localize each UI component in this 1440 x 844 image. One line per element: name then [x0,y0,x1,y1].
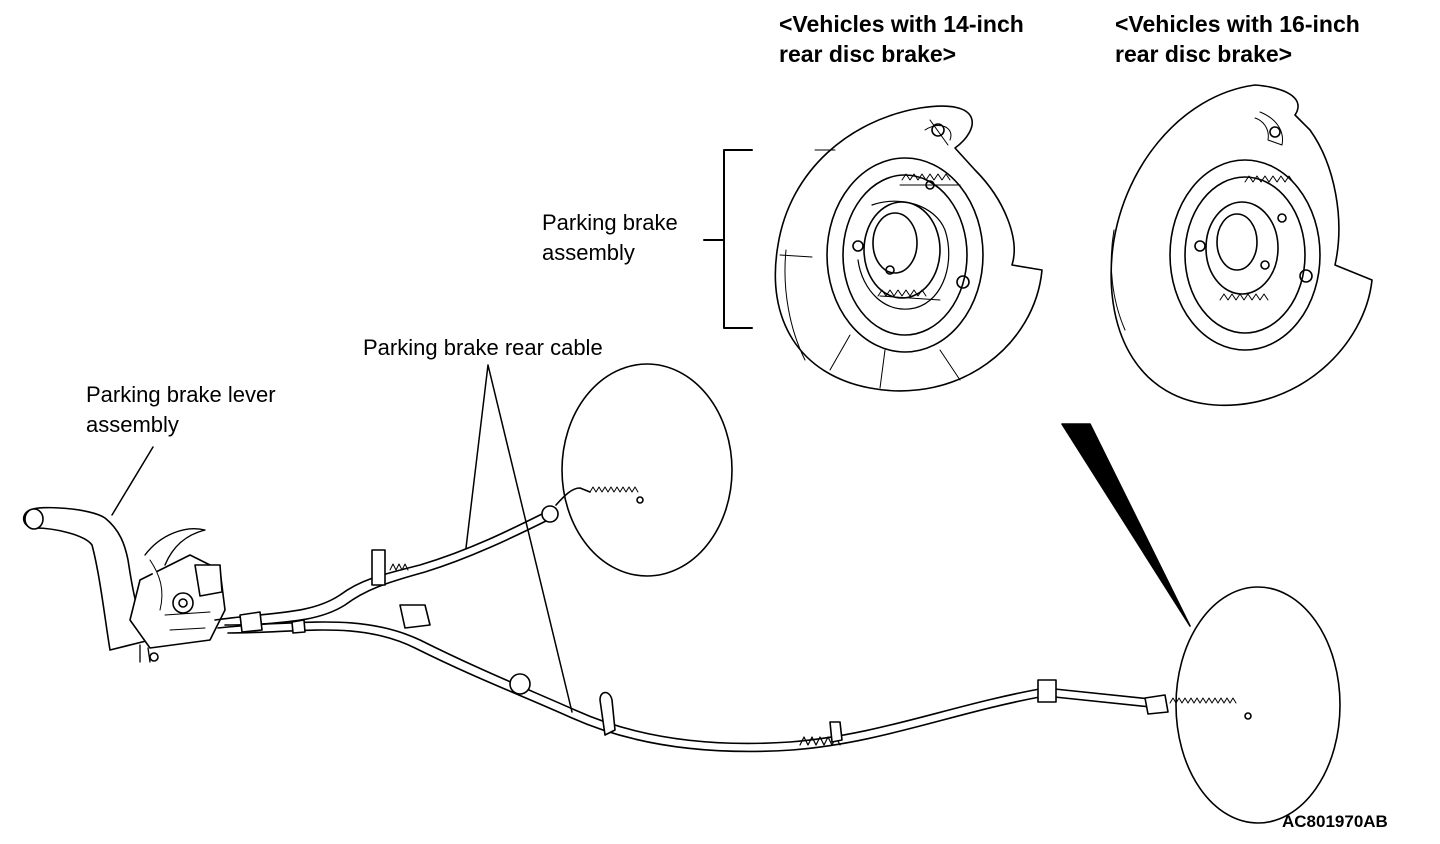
heading-16inch-line1: <Vehicles with 16-inch [1115,11,1360,37]
detail-circle-right [1175,586,1341,824]
parking-brake-lever-icon [22,506,226,663]
label-brake-assembly-line1: Parking brake [542,210,678,235]
label-rear-cable: Parking brake rear cable [363,335,603,360]
label-lever-assembly: Parking brake lever assembly [86,380,276,440]
label-brake-assembly: Parking brake assembly [542,208,678,268]
heading-14inch: <Vehicles with 14-inch rear disc brake> [779,9,1024,69]
rear-cable-leader [465,364,573,713]
cable-icon [214,486,1252,753]
heading-16inch: <Vehicles with 16-inch rear disc brake> [1115,9,1360,69]
brake-16inch-backing-plate [1110,84,1373,406]
heading-14inch-line2: rear disc brake> [779,41,957,67]
label-lever-assembly-line1: Parking brake lever [86,382,276,407]
label-lever-assembly-line2: assembly [86,412,179,437]
heading-14inch-line1: <Vehicles with 14-inch [779,11,1024,37]
brake-14inch-backing-plate [774,105,1043,392]
spring-end-icon [239,611,306,634]
lever-label-leader [111,446,154,516]
assembly-bracket [703,149,753,329]
figure-id: AC801970AB [1282,812,1388,831]
heading-16inch-line2: rear disc brake> [1115,41,1293,67]
detail-pointer [1061,423,1191,627]
label-brake-assembly-line2: assembly [542,240,635,265]
detail-circle-left [561,363,733,577]
